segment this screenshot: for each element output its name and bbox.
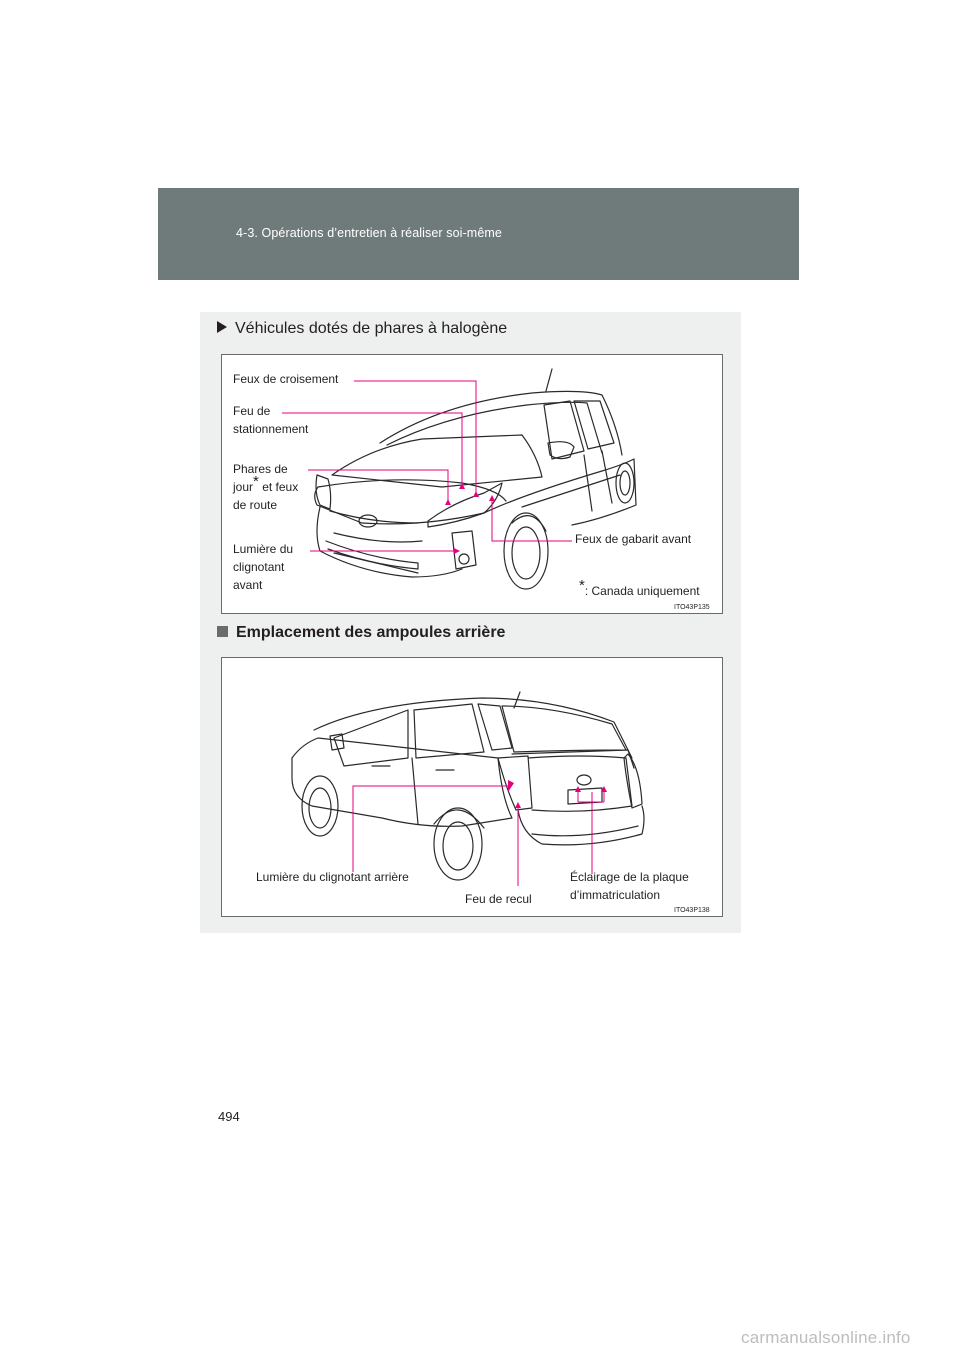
subsection-rear-title: Emplacement des ampoules arrière	[217, 624, 505, 642]
label-parking-line1: Feu de	[233, 402, 270, 420]
label-drl-line2: jour* et feux	[233, 478, 298, 496]
label-plate-line1: Éclairage de la plaque	[570, 868, 689, 886]
subsection-halogen-title: Véhicules dotés de phares à halogène	[217, 320, 507, 338]
subsection-halogen-text: Véhicules dotés de phares à halogène	[235, 320, 507, 337]
label-turn-line3: avant	[233, 576, 262, 594]
section-title: 4-3. Opérations d’entretien à réaliser s…	[236, 226, 502, 240]
footnote-canada: *: Canada uniquement	[579, 582, 700, 600]
watermark: carmanualsonline.info	[741, 1328, 911, 1348]
label-side-marker: Feux de gabarit avant	[575, 530, 691, 548]
label-drl-line1: Phares de	[233, 460, 288, 478]
triangle-bullet-icon	[217, 321, 227, 333]
label-turn-line1: Lumière du	[233, 540, 293, 558]
page-number: 494	[218, 1109, 240, 1124]
label-low-beam: Feux de croisement	[233, 370, 338, 388]
rear-bulbs-figure: Lumière du clignotant arrière Feu de rec…	[221, 657, 723, 917]
label-rear-turn: Lumière du clignotant arrière	[256, 868, 409, 886]
section-header-bar: 4-3. Opérations d’entretien à réaliser s…	[158, 188, 799, 280]
label-backup: Feu de recul	[465, 890, 532, 908]
image-code: ITO43P138	[674, 907, 710, 914]
label-parking-line2: stationnement	[233, 420, 308, 438]
front-bulbs-figure: Feux de croisement Feu de stationnement …	[221, 354, 723, 614]
image-code: ITO43P135	[674, 604, 710, 611]
label-turn-line2: clignotant	[233, 558, 284, 576]
label-plate-line2: d’immatriculation	[570, 886, 660, 904]
label-drl-line3: de route	[233, 496, 277, 514]
square-bullet-icon	[217, 626, 228, 637]
subsection-rear-text: Emplacement des ampoules arrière	[236, 624, 505, 641]
